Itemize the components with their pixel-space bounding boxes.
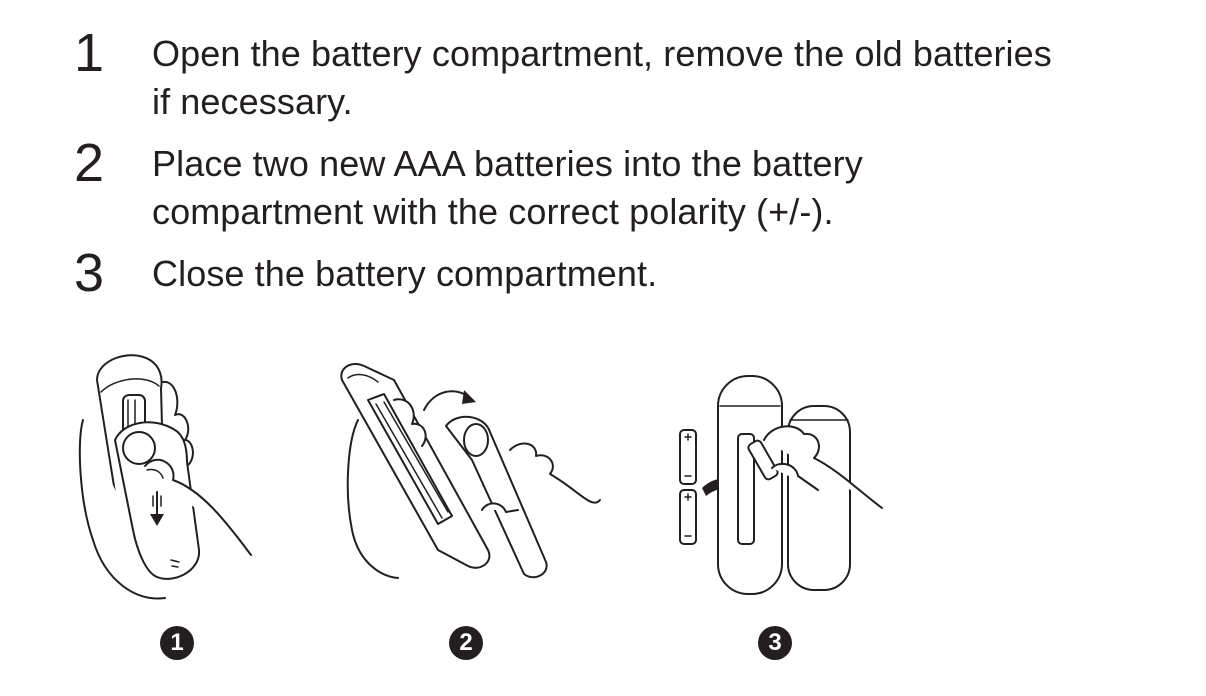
step-badge-3: 3 <box>758 626 792 660</box>
illustrations: 1 2 <box>0 340 1206 696</box>
remove-cover-illustration <box>340 362 601 579</box>
step-badge-2: 2 <box>449 626 483 660</box>
open-compartment-illustration <box>78 354 252 600</box>
step-number: 3 <box>74 243 105 303</box>
step-3: 3 Close the battery compartment. <box>74 246 1184 300</box>
step-number: 2 <box>74 133 105 193</box>
instruction-steps: 1 Open the battery compartment, remove t… <box>74 26 1184 314</box>
step-text: Close the battery compartment. <box>152 253 658 294</box>
step-number: 1 <box>74 23 105 83</box>
step-text: Place two new AAA batteries into the bat… <box>152 143 863 232</box>
step-1: 1 Open the battery compartment, remove t… <box>74 26 1184 126</box>
step-text: Open the battery compartment, remove the… <box>152 33 1052 122</box>
step-2: 2 Place two new AAA batteries into the b… <box>74 136 1184 236</box>
step-badge-1: 1 <box>160 626 194 660</box>
insert-batteries-illustration <box>679 375 883 595</box>
